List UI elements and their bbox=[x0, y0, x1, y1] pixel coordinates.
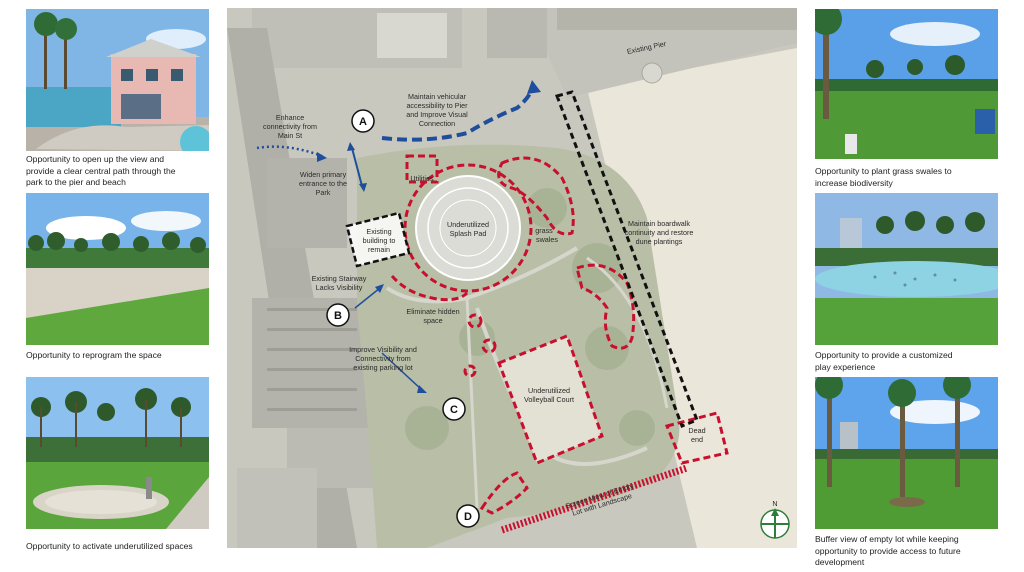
svg-text:C: C bbox=[450, 404, 458, 416]
svg-text:Lacks Visibility: Lacks Visibility bbox=[316, 283, 363, 292]
label-hidden-space: Eliminate hidden space bbox=[406, 307, 459, 325]
svg-text:Existing Stairway: Existing Stairway bbox=[312, 274, 367, 283]
svg-text:building to: building to bbox=[363, 236, 396, 245]
pier-structure bbox=[557, 8, 797, 84]
zone-entrance-d bbox=[479, 471, 529, 515]
svg-text:continuity and restore: continuity and restore bbox=[625, 228, 694, 237]
label-visibility: Improve Visibility and Connectivity from… bbox=[349, 345, 417, 372]
screen-buffer-line bbox=[500, 464, 689, 534]
svg-text:remain: remain bbox=[368, 245, 390, 254]
svg-text:A: A bbox=[359, 116, 367, 128]
zone-utilities bbox=[405, 154, 439, 184]
zone-dead-end bbox=[664, 411, 729, 465]
photo-buffer-lot bbox=[815, 377, 998, 529]
svg-text:accessibility to Pier: accessibility to Pier bbox=[406, 101, 468, 110]
splash-pad-area bbox=[415, 175, 521, 281]
blue-arrows bbox=[256, 80, 541, 393]
photo-open-lawn bbox=[26, 193, 209, 345]
north-arrow-icon: N bbox=[760, 499, 790, 539]
svg-text:entrance to the: entrance to the bbox=[299, 179, 347, 188]
label-dead-end: Dead end bbox=[688, 426, 705, 444]
svg-text:connectivity from: connectivity from bbox=[263, 122, 317, 131]
marker-d: D bbox=[456, 504, 480, 528]
caption-right-3: Buffer view of empty lot while keeping o… bbox=[815, 534, 961, 567]
svg-text:Dead: Dead bbox=[688, 426, 705, 435]
svg-text:Maintain vehicular: Maintain vehicular bbox=[408, 92, 467, 101]
svg-text:Underutilized: Underutilized bbox=[528, 386, 570, 395]
label-utilities: Utilities bbox=[410, 174, 434, 183]
red-zones bbox=[390, 154, 729, 515]
svg-text:B: B bbox=[334, 310, 342, 322]
caption-left-3: Opportunity to activate underutilized sp… bbox=[26, 541, 193, 551]
caption-left-1: Opportunity to open up the view and prov… bbox=[26, 154, 176, 187]
label-grass-swales: grass swales bbox=[535, 226, 558, 244]
zone-splash-pad bbox=[403, 163, 533, 293]
svg-text:Maintain boardwalk: Maintain boardwalk bbox=[628, 219, 690, 228]
existing-building-outline bbox=[345, 211, 411, 268]
label-existing-building: Existing building to remain bbox=[363, 227, 396, 254]
photo-pier-building bbox=[26, 9, 209, 151]
marker-a: A bbox=[351, 109, 375, 133]
zone-hidden-2 bbox=[481, 338, 497, 354]
svg-text:and Improve Visual: and Improve Visual bbox=[406, 110, 468, 119]
svg-text:swales: swales bbox=[536, 235, 558, 244]
svg-text:Park: Park bbox=[316, 188, 331, 197]
zone-swale-2 bbox=[575, 263, 636, 350]
svg-text:Connectivity from: Connectivity from bbox=[355, 354, 411, 363]
photo-splash-pad bbox=[815, 193, 998, 345]
caption-right-2: Opportunity to provide a customized play… bbox=[815, 350, 953, 372]
label-vehicular: Maintain vehicular accessibility to Pier… bbox=[406, 92, 468, 128]
svg-text:Widen primary: Widen primary bbox=[300, 170, 347, 179]
svg-text:end: end bbox=[691, 435, 703, 444]
photo-round-pad bbox=[26, 377, 209, 529]
svg-text:Enhance: Enhance bbox=[276, 113, 304, 122]
boardwalk-outline bbox=[555, 90, 699, 428]
label-splash-pad: Underutilized Splash Pad bbox=[447, 220, 489, 238]
svg-text:Eliminate hidden: Eliminate hidden bbox=[406, 307, 459, 316]
marker-b: B bbox=[326, 303, 350, 327]
svg-text:D: D bbox=[464, 511, 472, 523]
site-plan-map: A B C D Existing Pier Maintain vehicular… bbox=[227, 8, 797, 548]
label-enhance: Enhance connectivity from Main St bbox=[263, 113, 317, 140]
caption-left-2: Opportunity to reprogram the space bbox=[26, 350, 162, 360]
caption-right-1: Opportunity to plant grass swales to inc… bbox=[815, 166, 952, 188]
label-stairway: Existing Stairway Lacks Visibility bbox=[312, 274, 367, 292]
svg-text:N: N bbox=[772, 499, 777, 508]
photo-grass-field bbox=[815, 9, 998, 159]
svg-text:Existing: Existing bbox=[366, 227, 391, 236]
zone-swale-1 bbox=[497, 156, 575, 236]
svg-text:Main St: Main St bbox=[278, 131, 302, 140]
svg-text:grass: grass bbox=[535, 226, 553, 235]
svg-text:Volleyball Court: Volleyball Court bbox=[524, 395, 574, 404]
svg-text:dune plantings: dune plantings bbox=[636, 237, 683, 246]
svg-text:space: space bbox=[423, 316, 442, 325]
zone-hidden-3 bbox=[463, 364, 477, 378]
svg-text:Improve Visibility and: Improve Visibility and bbox=[349, 345, 417, 354]
svg-text:Connection: Connection bbox=[419, 119, 455, 128]
svg-text:existing parking lot: existing parking lot bbox=[353, 363, 413, 372]
zone-stairway-edge bbox=[390, 274, 469, 302]
svg-text:Underutilized: Underutilized bbox=[447, 220, 489, 229]
zone-hidden-space bbox=[467, 313, 483, 329]
label-widen: Widen primary entrance to the Park bbox=[299, 170, 347, 197]
svg-text:Splash Pad: Splash Pad bbox=[450, 229, 487, 238]
marker-c: C bbox=[442, 397, 466, 421]
label-volleyball: Underutilized Volleyball Court bbox=[524, 386, 574, 404]
zone-volleyball bbox=[497, 334, 604, 465]
label-boardwalk: Maintain boardwalk continuity and restor… bbox=[625, 219, 694, 246]
